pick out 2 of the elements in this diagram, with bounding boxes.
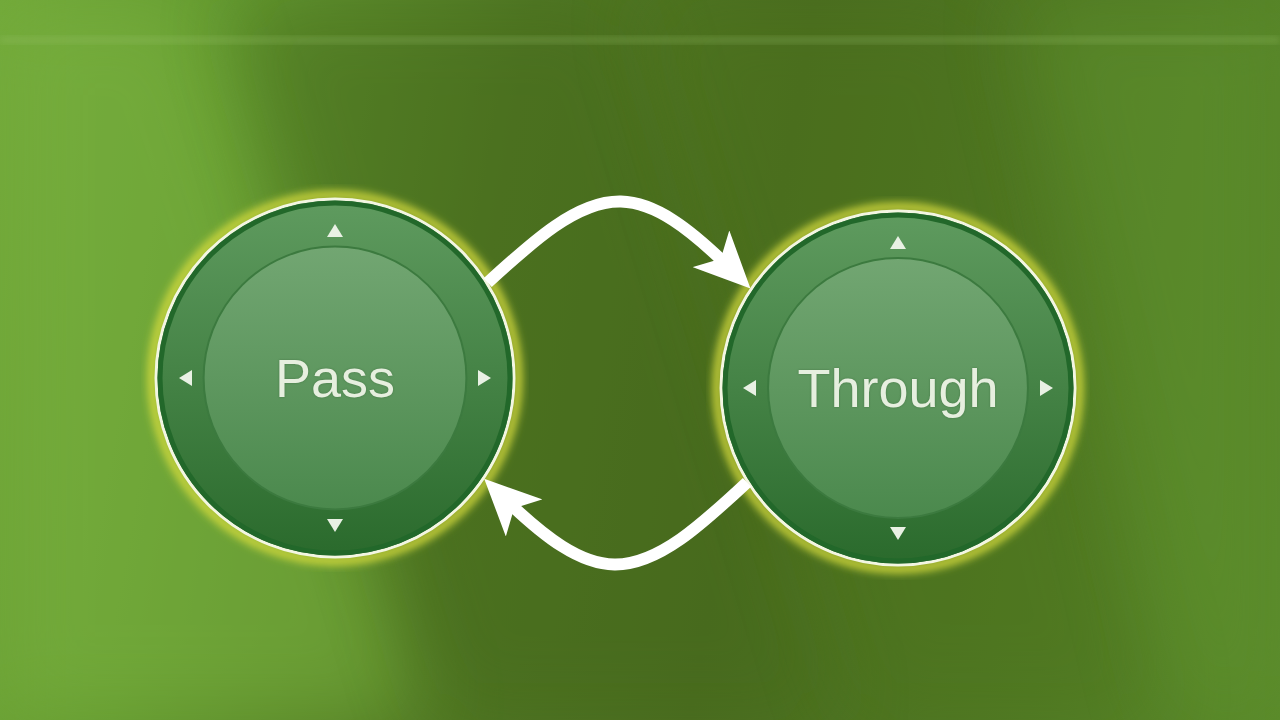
node-label: Through [797,359,999,417]
node-label: Pass [274,349,396,407]
